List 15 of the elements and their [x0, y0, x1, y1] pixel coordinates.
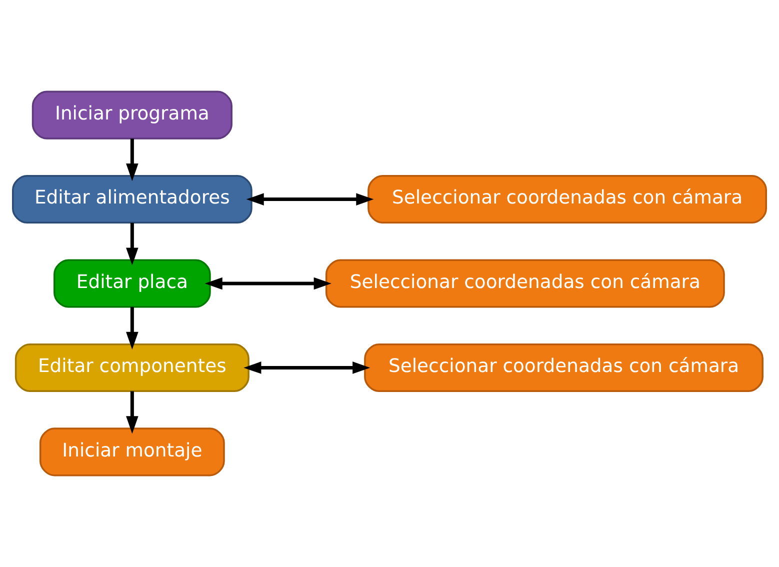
node-box: Iniciar programa: [32, 90, 232, 140]
node-box: Editar componentes: [14, 343, 250, 392]
arrow: [126, 222, 138, 266]
arrow: [126, 307, 138, 350]
node-box: Seleccionar coordenadas con cámara: [325, 259, 725, 308]
node-box: Seleccionar coordenadas con cámara: [368, 175, 767, 224]
arrow: [246, 193, 374, 206]
node-box: Editar alimentadores: [12, 175, 252, 224]
arrow: [126, 138, 138, 182]
node-box: Seleccionar coordenadas con cámara: [364, 343, 764, 392]
node-box: Editar placa: [54, 259, 211, 308]
arrow: [204, 277, 332, 290]
node-box: Iniciar montaje: [39, 428, 225, 476]
arrow: [126, 391, 138, 434]
arrow: [244, 362, 370, 374]
